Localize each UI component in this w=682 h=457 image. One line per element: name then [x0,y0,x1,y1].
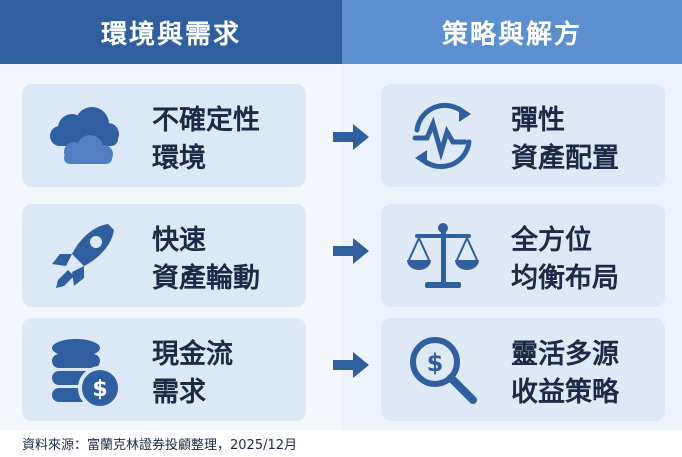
card-flexible-income: $ 靈活多源 收益策略 [381,318,665,421]
right-arrow-icon [333,238,369,264]
card-label: 現金流 需求 [152,339,233,408]
card-uncertain-environment: 不確定性 環境 [22,84,306,187]
rocket-icon [52,224,114,288]
card-flexible-allocation: 彈性 資產配置 [381,84,665,187]
card-balanced-layout: 全方位 均衡布局 [381,204,665,307]
card-label: 全方位 均衡布局 [511,225,619,294]
header-environment-demand: 環境與需求 [0,0,342,64]
card-label: 不確定性 環境 [152,105,260,174]
card-label: 靈活多源 收益策略 [511,339,619,408]
right-arrow-icon [333,352,369,378]
cloud-icon [50,107,119,164]
dollar-magnifier-icon: $ [410,337,477,404]
source-note: 資料來源：富蘭克林證券投顧整理，2025/12月 [22,438,298,453]
balance-scale-icon [407,223,479,288]
card-cashflow-demand: $ 現金流 需求 [22,318,306,421]
coins-dollar-icon: $ [52,339,122,410]
svg-text:$: $ [427,349,444,377]
card-label: 快速 資產輪動 [152,225,260,294]
card-fast-rotation: 快速 資產輪動 [22,204,306,307]
right-arrow-icon [333,124,369,150]
header-strategy-solution: 策略與解方 [342,0,682,64]
refresh-pulse-icon [412,102,472,170]
svg-text:$: $ [92,377,107,402]
card-label: 彈性 資產配置 [511,105,619,174]
